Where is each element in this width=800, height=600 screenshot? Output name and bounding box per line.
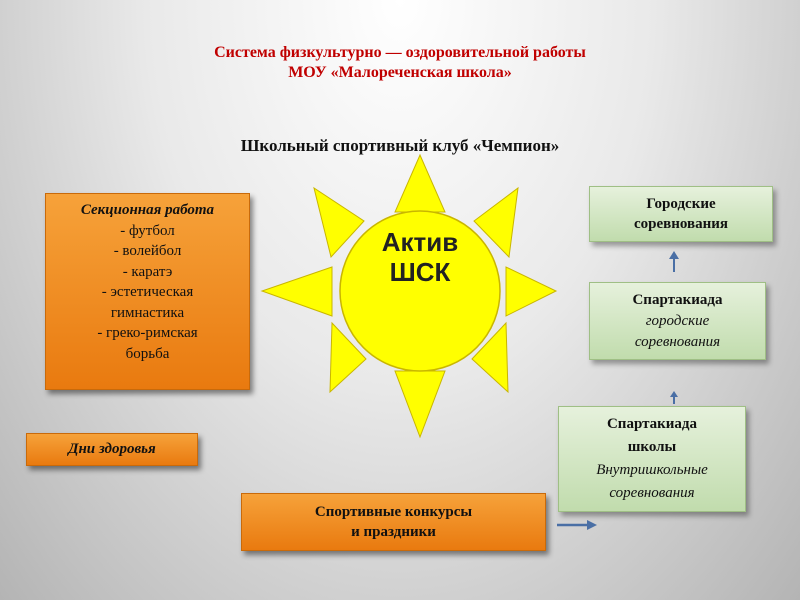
sections-item: гимнастика — [110, 304, 185, 321]
sun-center-label: Актив ШСК — [342, 227, 498, 287]
sun-ray-bottom-right — [471, 321, 509, 394]
sun-ray-bottom-left — [329, 321, 367, 394]
health-days-label: Дни здоровья — [68, 441, 156, 457]
spartakiada-city-box: Спартакиада городские соревнования — [589, 282, 766, 360]
sections-item: - эстетическая — [101, 284, 194, 300]
arrow-up-to-spartakiada-city-icon — [670, 391, 678, 404]
sections-heading: Секционная работа — [80, 202, 215, 218]
sections-item: борьба — [125, 345, 170, 362]
center-line-2: ШСК — [389, 257, 451, 287]
spartakiada-school-sub-2: соревнования — [609, 485, 695, 501]
club-subtitle: Школьный спортивный клуб «Чемпион» — [240, 136, 560, 155]
diagram-title: Система физкультурно — оздоровительной р… — [0, 43, 800, 83]
spartakiada-city-sub-1: городские — [645, 313, 710, 329]
city-competitions-line-2: соревнования — [633, 216, 729, 232]
contests-box: Спортивные конкурсы и праздники — [241, 493, 546, 551]
spartakiada-school-title-1: Спартакиада — [606, 416, 698, 432]
sections-item: - каратэ — [122, 263, 173, 280]
arrow-up-to-city-icon — [669, 251, 679, 272]
spartakiada-city-title: Спартакиада — [632, 292, 723, 308]
contests-line-2: и праздники — [351, 524, 436, 540]
contests-line-1: Спортивные конкурсы — [314, 504, 473, 520]
title-line-2: МОУ «Малореченская школа» — [288, 64, 512, 81]
spartakiada-school-title-2: школы — [627, 439, 677, 455]
spartakiada-school-box: Спартакиада школы Внутришкольные соревно… — [558, 406, 746, 512]
sun-core — [339, 210, 501, 372]
title-line-1: Система физкультурно — оздоровительной р… — [214, 44, 586, 61]
sun-ray-left — [260, 266, 333, 317]
sun-ray-top-right — [473, 186, 519, 259]
spartakiada-city-sub-2: соревнования — [634, 334, 721, 350]
health-days-box: Дни здоровья — [26, 433, 198, 466]
sections-box: Секционная работа - футбол - волейбол - … — [45, 193, 250, 390]
sections-item: - футбол — [120, 222, 175, 239]
city-competitions-box: Городские соревнования — [589, 186, 773, 242]
sun-ray-right — [505, 266, 558, 317]
spartakiada-school-sub-1: Внутришкольные — [596, 462, 708, 478]
city-competitions-line-1: Городские — [646, 196, 716, 212]
sections-item: - волейбол — [113, 243, 182, 259]
sun-ray-top-left — [313, 186, 365, 259]
sections-item: - греко-римская — [97, 325, 198, 341]
arrow-right-to-school-icon — [557, 520, 597, 530]
center-line-1: Актив — [381, 227, 459, 257]
